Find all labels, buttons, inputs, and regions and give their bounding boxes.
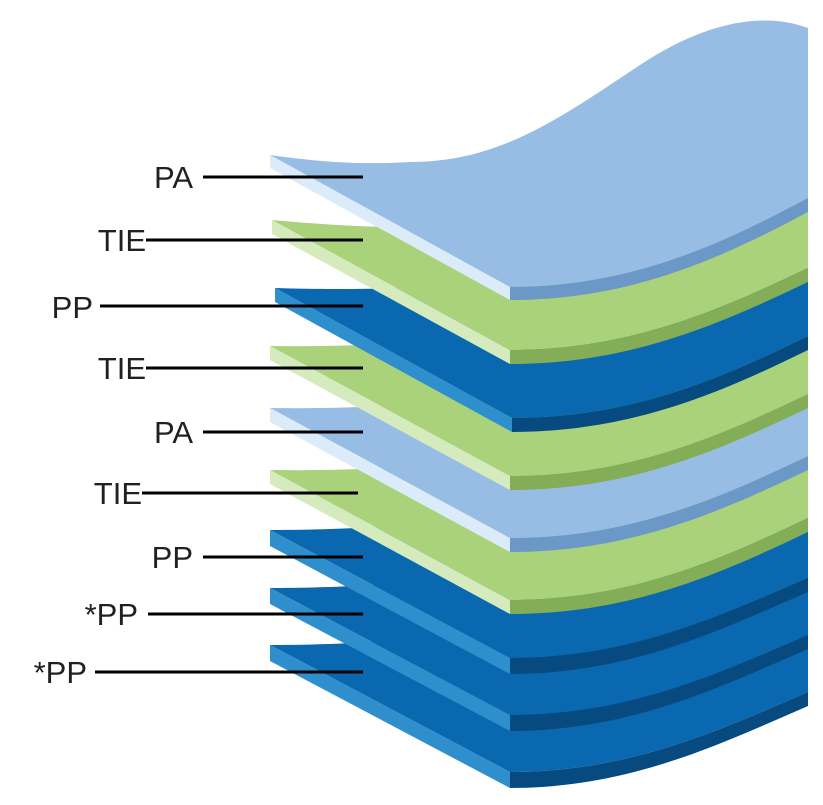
layer-label-pa: PA [154,415,193,450]
layer-label-tie: TIE [98,223,146,258]
layer-label-pp: PP [52,290,93,325]
leader-lines [95,175,363,674]
layer-labels: PA TIE PP TIE PA TIE PP *PP *PP [34,160,194,690]
layer-label-tie: TIE [94,476,142,511]
layer-label-pa: PA [154,160,193,195]
layer-label-pp: PP [152,540,193,575]
film-layers [270,20,808,788]
layer-sheet [270,20,808,300]
layer-label-star-pp: *PP [85,597,138,632]
layer-label-star-pp: *PP [34,655,87,690]
layer-label-tie: TIE [98,351,146,386]
